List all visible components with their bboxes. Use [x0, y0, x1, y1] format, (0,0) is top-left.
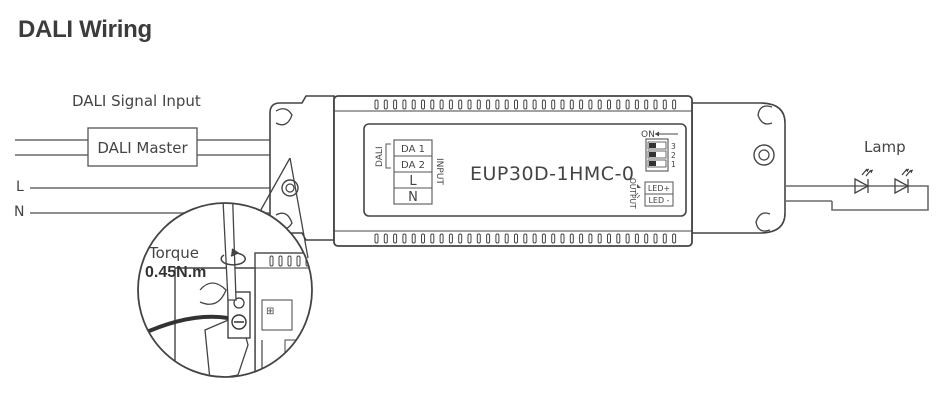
input-terminal-block: DA 1 DA 2 L N DALI INPUT — [375, 139, 444, 205]
switch-number-3: 3 — [671, 142, 676, 151]
input-vertical-label: INPUT — [434, 158, 444, 185]
model-number: EUP30D-1HMC-0 — [470, 163, 635, 185]
bottom-vents — [374, 233, 677, 244]
terminal-da1: DA 1 — [401, 144, 425, 155]
switch-on-label: ON — [641, 130, 655, 140]
zoom-callout: ⊞ Torque 0.45N.m — [137, 157, 313, 378]
left-mount-hole — [281, 179, 299, 197]
output-wires — [785, 185, 929, 211]
output-vertical-label: OUTPUT — [628, 178, 637, 209]
right-mount-hole — [753, 144, 775, 166]
neutral-label: N — [14, 204, 24, 220]
torque-value: 0.45N.m — [145, 264, 206, 281]
driver-unit: DA 1 DA 2 L N DALI INPUT EUP30D-1HMC-0 O… — [269, 95, 786, 247]
line-label: L — [16, 179, 24, 195]
signal-input-label: DALI Signal Input — [72, 92, 201, 110]
dali-master-label: DALI Master — [97, 139, 188, 157]
terminal-da2: DA 2 — [401, 160, 425, 171]
output-led-plus: LED+ — [648, 184, 670, 193]
output-terminal-block: OUTPUT LED+ LED - — [628, 178, 674, 209]
output-led-minus: LED - — [648, 196, 669, 205]
switch-number-2: 2 — [671, 151, 676, 160]
led-icon — [854, 168, 874, 195]
page-title: DALI Wiring — [18, 16, 152, 43]
lamp-label: Lamp — [864, 138, 906, 156]
terminal-l: L — [409, 174, 417, 189]
switch-number-1: 1 — [671, 160, 676, 169]
top-vents — [374, 99, 677, 110]
terminal-n: N — [408, 190, 418, 205]
torque-label: Torque — [148, 244, 199, 262]
dali-vertical-label: DALI — [375, 146, 385, 167]
label-panel — [363, 123, 687, 217]
led-icon — [894, 168, 914, 195]
svg-text:⊞: ⊞ — [266, 306, 274, 317]
rotation-arrow-icon — [220, 248, 246, 266]
dip-switch: ON 3 2 1 — [641, 130, 678, 172]
dali-master-box: DALI Master — [87, 127, 198, 167]
